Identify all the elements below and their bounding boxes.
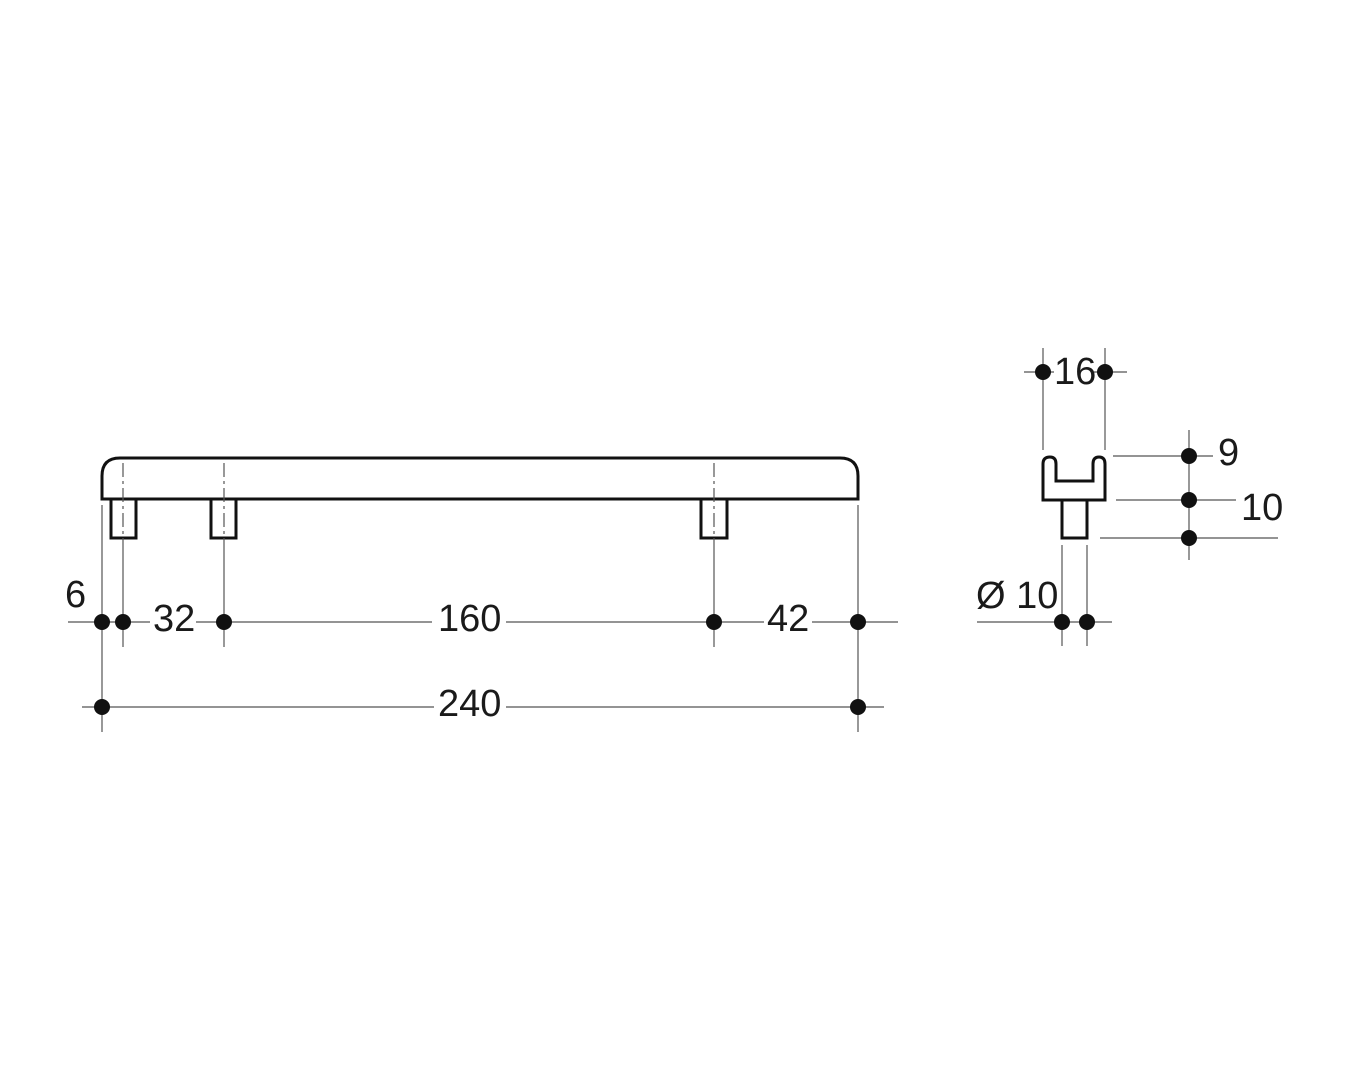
dim-end-offset: 6 (65, 574, 86, 616)
handle-bar (100, 456, 860, 501)
dim-stem-diameter: Ø 10 (976, 575, 1058, 617)
dim-stem-height: 10 (1241, 487, 1283, 529)
dim-head-height: 9 (1218, 432, 1239, 474)
dim-middle-spacing: 160 (438, 598, 501, 640)
handle-profile (1041, 455, 1107, 502)
dim-total-length: 240 (438, 683, 501, 725)
dim-width: 16 (1054, 351, 1096, 393)
dim-first-spacing: 32 (153, 598, 195, 640)
dimension-line-total (82, 685, 884, 725)
handle-stem (1060, 498, 1089, 540)
dim-end-spacing: 42 (767, 598, 809, 640)
side-view: 16 9 10 Ø 10 (976, 348, 1283, 646)
front-view: 6 32 160 42 240 (65, 456, 898, 732)
dimension-line-spacing (68, 600, 898, 640)
